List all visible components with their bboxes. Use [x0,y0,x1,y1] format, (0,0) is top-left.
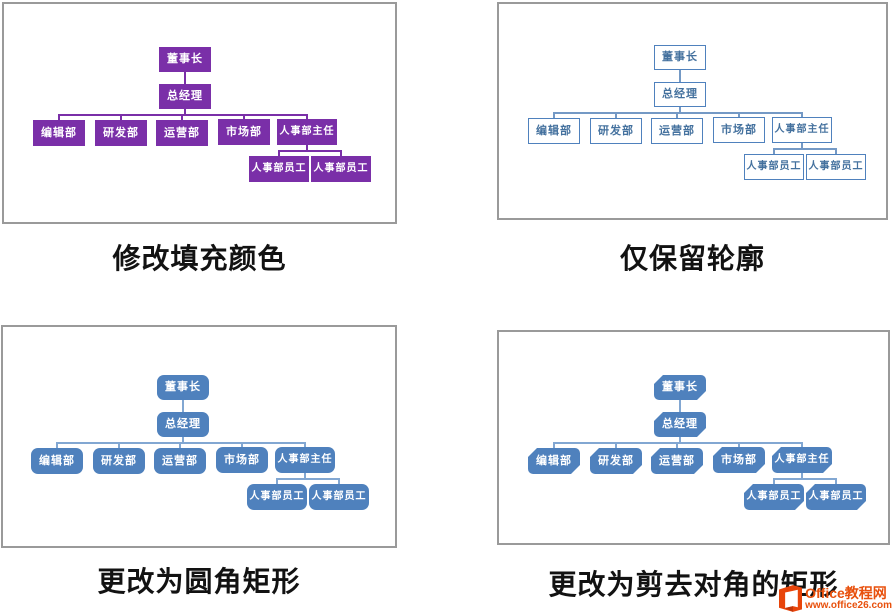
connector-line [773,149,775,155]
org-chart-panel-snipped: 董事长总经理编辑部研发部运营部市场部人事部主任人事部员工人事部员工 [497,330,890,545]
connector-line [835,149,837,155]
org-box-chairman: 董事长 [654,45,706,70]
org-box-editorial: 编辑部 [31,448,83,474]
connector-line [835,479,837,485]
org-box-hr-staff-2: 人事部员工 [311,156,371,182]
org-box-chairman: 董事长 [157,375,209,400]
connector-line [184,72,186,85]
connector-line [738,443,740,449]
org-box-editorial: 编辑部 [528,118,580,144]
org-box-operations: 运营部 [156,120,208,146]
connector-line [306,115,308,121]
connector-line [56,443,58,449]
connector-line [553,112,803,114]
watermark-site-name: Office教程网 [805,584,887,601]
office-logo-icon [779,585,803,612]
connector-line [241,443,243,449]
connector-line [679,400,681,413]
org-box-operations: 运营部 [651,448,703,474]
connector-line [278,150,342,152]
connector-line [304,443,306,449]
org-box-hr-staff-1: 人事部员工 [249,156,309,182]
org-box-general-manager: 总经理 [159,84,211,109]
org-chart-panel-filled: 董事长总经理编辑部研发部运营部市场部人事部主任人事部员工人事部员工 [2,2,397,224]
org-box-general-manager: 总经理 [654,82,706,107]
org-box-hr-director: 人事部主任 [275,447,335,473]
org-box-marketing: 市场部 [216,447,268,473]
connector-line [182,400,184,413]
watermark: Office教程网 www.office26.com [779,585,892,612]
org-box-rnd: 研发部 [590,448,642,474]
org-box-general-manager: 总经理 [157,412,209,437]
org-box-operations: 运营部 [154,448,206,474]
org-box-hr-staff-1: 人事部员工 [744,154,804,180]
org-box-editorial: 编辑部 [528,448,580,474]
org-chart-panel-outline: 董事长总经理编辑部研发部运营部市场部人事部主任人事部员工人事部员工 [497,2,888,220]
org-box-marketing: 市场部 [218,119,270,145]
connector-line [276,479,278,485]
connector-line [615,443,617,449]
connector-line [679,107,681,113]
org-box-operations: 运营部 [651,118,703,144]
org-box-hr-staff-1: 人事部员工 [247,484,307,510]
connector-line [278,151,280,157]
caption-filled: 修改填充颜色 [112,243,287,274]
org-box-hr-staff-2: 人事部员工 [806,154,866,180]
org-box-hr-director: 人事部主任 [772,117,832,143]
connector-line [801,443,803,449]
connector-line [120,115,122,121]
org-box-chairman: 董事长 [159,47,211,72]
org-box-marketing: 市场部 [713,117,765,143]
org-box-hr-staff-2: 人事部员工 [309,484,369,510]
org-box-general-manager: 总经理 [654,412,706,437]
watermark-site-url: www.office26.com [805,599,892,611]
connector-line [773,148,837,150]
connector-line [179,443,181,449]
connector-line [801,113,803,119]
connector-line [181,115,183,121]
org-box-hr-director: 人事部主任 [277,119,337,145]
org-box-chairman: 董事长 [654,375,706,400]
connector-line [276,478,340,480]
connector-line [243,115,245,121]
connector-line [773,479,775,485]
connector-line [304,473,306,479]
org-box-editorial: 编辑部 [33,120,85,146]
connector-line [679,70,681,83]
connector-line [56,442,306,444]
org-box-hr-staff-2: 人事部员工 [806,484,866,510]
connector-line [801,473,803,479]
caption-outline: 仅保留轮廓 [619,243,765,274]
connector-line [679,437,681,443]
connector-line [306,145,308,151]
connector-line [182,437,184,443]
org-box-rnd: 研发部 [590,118,642,144]
connector-line [801,143,803,149]
org-chart-panel-rounded: 董事长总经理编辑部研发部运营部市场部人事部主任人事部员工人事部员工 [1,325,397,548]
caption-rounded: 更改为圆角矩形 [97,566,301,597]
connector-line [58,115,60,121]
org-box-hr-staff-1: 人事部员工 [744,484,804,510]
org-box-rnd: 研发部 [93,448,145,474]
connector-line [338,479,340,485]
watermark-text: Office教程网 www.office26.com [805,586,892,611]
connector-line [615,113,617,119]
connector-line [58,114,308,116]
connector-line [773,478,837,480]
connector-line [738,113,740,119]
connector-line [676,113,678,119]
org-box-hr-director: 人事部主任 [772,447,832,473]
connector-line [184,109,186,115]
connector-line [118,443,120,449]
connector-line [553,113,555,119]
connector-line [676,443,678,449]
org-box-rnd: 研发部 [95,120,147,146]
connector-line [340,151,342,157]
org-box-marketing: 市场部 [713,447,765,473]
connector-line [553,442,803,444]
connector-line [553,443,555,449]
